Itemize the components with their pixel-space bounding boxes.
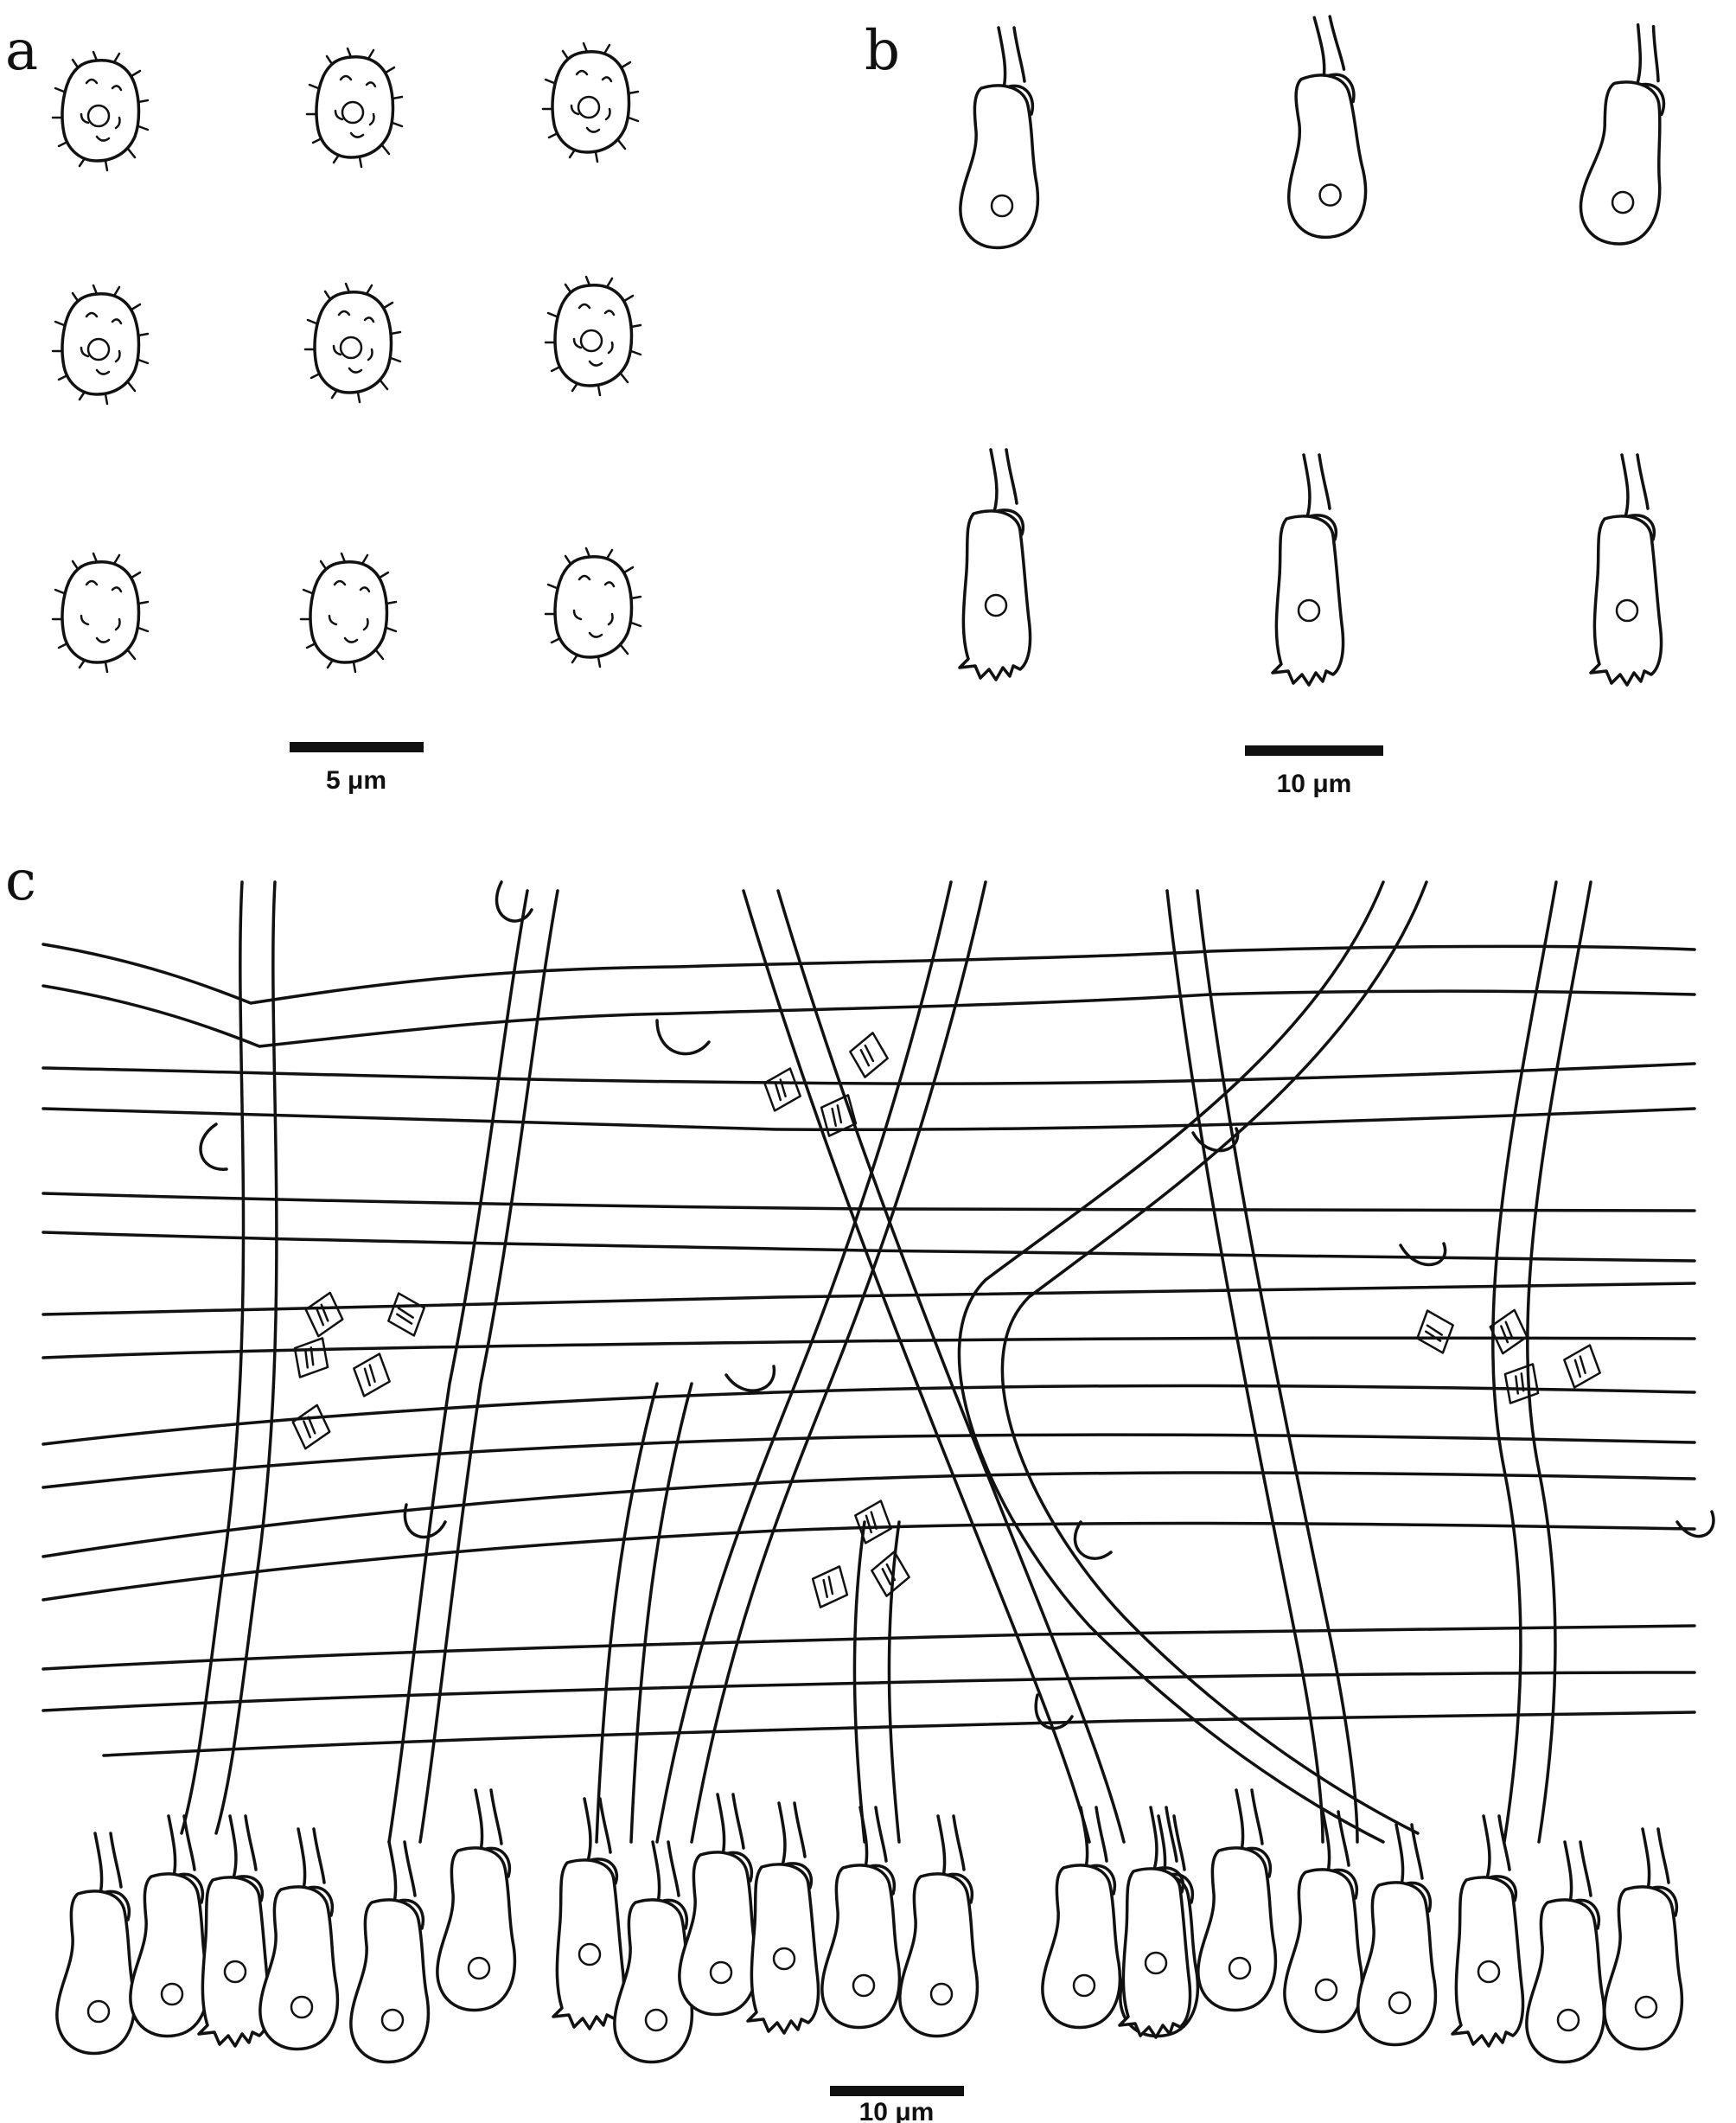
- spore: [51, 552, 150, 674]
- basidium: [1271, 453, 1345, 687]
- basidium: [958, 448, 1032, 681]
- hymenium: [55, 1788, 1684, 2064]
- basidiole: [1356, 1823, 1438, 2047]
- scale-bar-a: [290, 742, 424, 752]
- scale-bar-c: [830, 2086, 964, 2096]
- basidiole: [1197, 1788, 1278, 2012]
- basidiole: [1274, 13, 1370, 242]
- spore: [53, 285, 148, 404]
- spore: [299, 552, 398, 674]
- hyphal-network: [41, 880, 1715, 1844]
- basidiole: [258, 1827, 340, 2051]
- basidiole: [1283, 1810, 1364, 2034]
- basidiole: [1525, 1840, 1606, 2064]
- basidium: [552, 1797, 626, 2030]
- crystal-cluster: [282, 1028, 1609, 1617]
- scale-label-a: 5 μm: [326, 766, 386, 795]
- spore: [543, 43, 638, 162]
- basidiole: [898, 1814, 980, 2038]
- panel-b: b 10 μm: [865, 13, 1679, 798]
- basidiole: [820, 1806, 902, 2030]
- panel-b-letter: b: [865, 19, 900, 83]
- panel-a-letter: a: [5, 19, 38, 83]
- spore: [307, 48, 402, 167]
- basidiole: [613, 1840, 694, 2064]
- panel-a: a 5 μm: [5, 19, 642, 795]
- basidiole: [959, 26, 1040, 250]
- basidiole: [349, 1840, 431, 2064]
- spore: [305, 284, 400, 402]
- basidium: [1451, 1814, 1525, 2048]
- panel-c: c: [5, 849, 1715, 2123]
- basidiole: [1041, 1806, 1122, 2030]
- basidiole: [678, 1793, 759, 2017]
- basidiole: [1575, 19, 1679, 250]
- scale-bar-b: [1245, 745, 1383, 756]
- basidiole: [129, 1814, 210, 2038]
- panel-c-letter: c: [5, 849, 36, 913]
- scale-label-c: 10 μm: [859, 2098, 935, 2123]
- basidium: [1589, 453, 1663, 687]
- basidiole: [1603, 1827, 1684, 2051]
- basidiole: [436, 1788, 517, 2012]
- spore: [53, 52, 148, 170]
- basidiole: [55, 1832, 137, 2056]
- basidium: [746, 1801, 820, 2035]
- scale-label-b: 10 μm: [1277, 770, 1352, 798]
- spore: [546, 277, 641, 395]
- spore: [544, 547, 642, 668]
